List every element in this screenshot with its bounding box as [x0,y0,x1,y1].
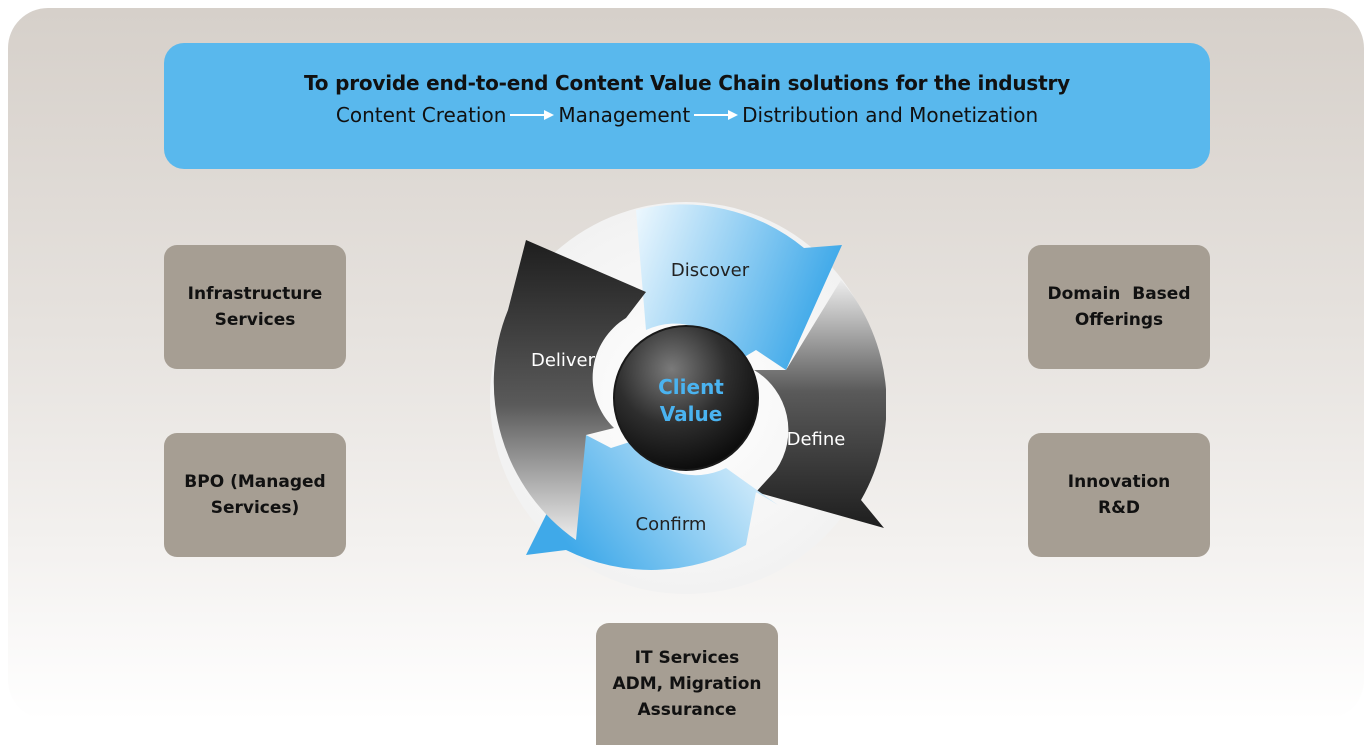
right-arrow-icon [508,105,556,125]
box-line: ADM, Migration [612,674,762,694]
step-distribution: Distribution and Monetization [742,103,1039,127]
discover-label: Discover [671,260,750,281]
bpo-box: BPO (Managed Services) [164,433,346,557]
domain-offerings-box: Domain Based Offerings [1028,245,1210,369]
center-label-line2: Value [660,402,723,426]
deliver-arrow [493,240,646,540]
box-line: R&D [1097,498,1141,518]
define-arrow [754,280,886,528]
right-arrow-icon [692,105,740,125]
banner-title: To provide end-to-end Content Value Chai… [304,71,1070,95]
box-line: Services [214,310,296,330]
box-line: IT Services [634,648,740,668]
center-label-line1: Client [658,375,724,399]
client-value-hub [613,325,759,471]
box-line: Services) [210,498,300,518]
step-management: Management [558,103,691,127]
deliver-label: Deliver [531,350,596,371]
box-line: Offerings [1074,310,1164,330]
box-line: BPO (Managed [184,472,326,492]
step-content-creation: Content Creation [335,103,507,127]
value-chain-steps: Content Creation Management Distribution… [164,103,1210,127]
mission-banner: To provide end-to-end Content Value Chai… [164,43,1210,169]
innovation-box: Innovation R&D [1028,433,1210,557]
infrastructure-services-box: Infrastructure Services [164,245,346,369]
box-line: Assurance [637,700,737,720]
discover-arrow [636,204,842,370]
it-services-box: IT Services ADM, Migration Assurance [596,623,778,745]
box-line: Innovation [1067,472,1171,492]
define-label: Define [787,429,846,450]
box-line: Infrastructure [187,284,323,304]
client-value-cycle: Client Value Discover Define Confirm Del… [490,202,886,594]
box-line: Domain Based [1047,284,1191,304]
confirm-label: Confirm [636,514,707,535]
confirm-arrow [526,435,778,570]
